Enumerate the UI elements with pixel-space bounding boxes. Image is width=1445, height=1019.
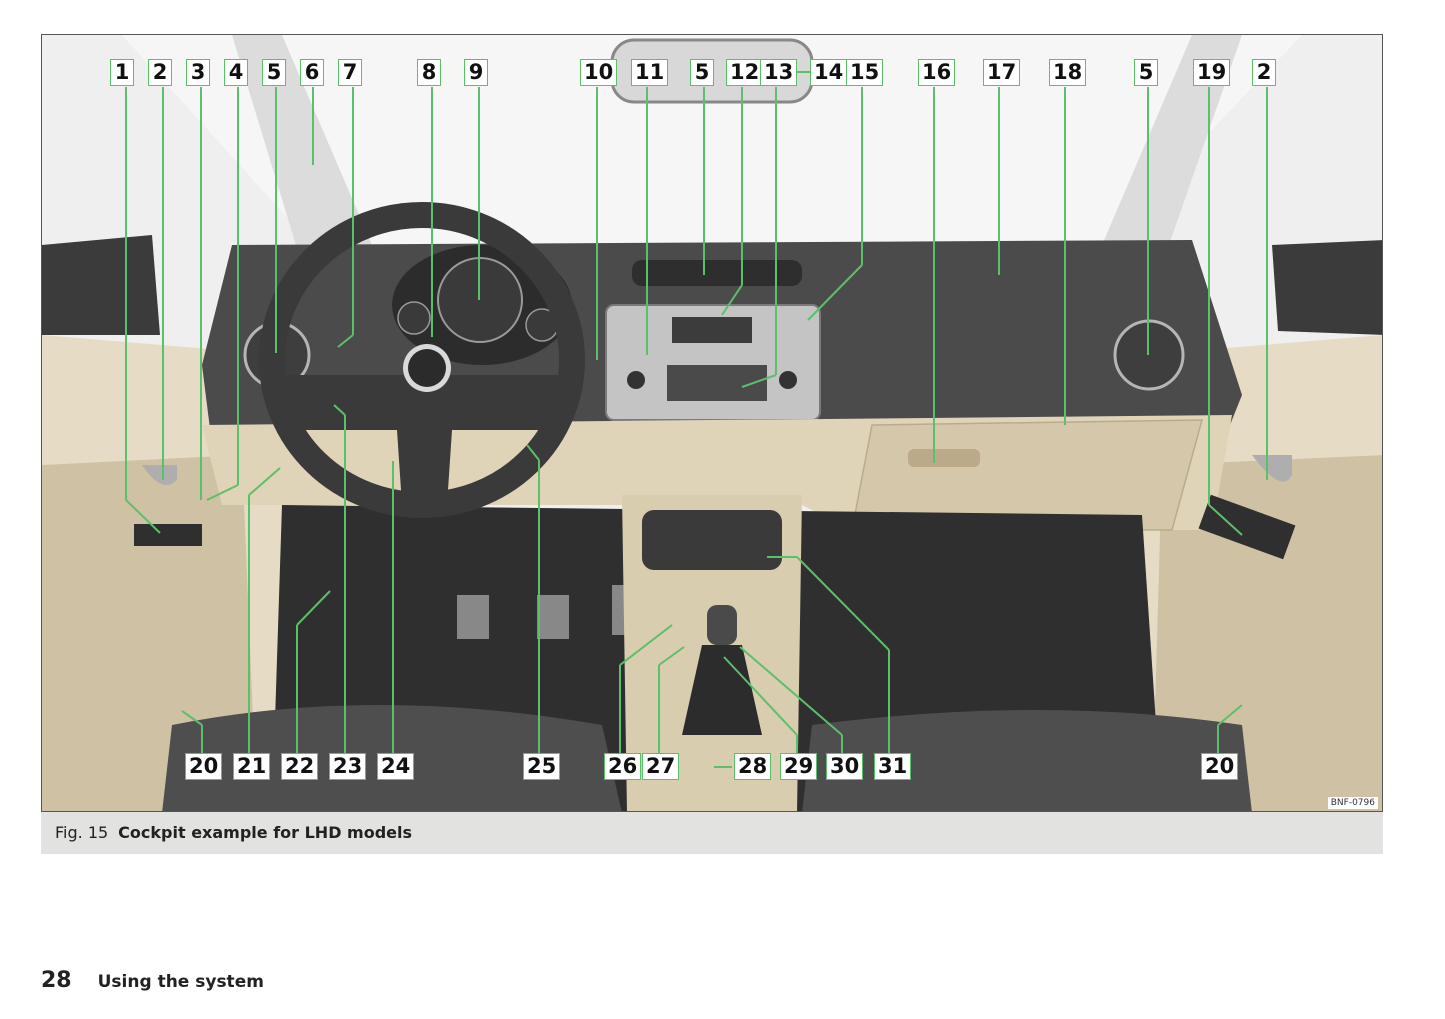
callout-30: 30: [826, 753, 864, 780]
callout-27: 27: [642, 753, 680, 780]
callout-7: 7: [338, 59, 362, 86]
cockpit-figure: 1 2 3 4 5 6 7 8 9 10 11 5 12 13 14 15 16…: [41, 34, 1383, 812]
callout-4: 4: [224, 59, 248, 86]
callout-19: 19: [1193, 59, 1231, 86]
callout-8: 8: [417, 59, 441, 86]
callout-31: 31: [874, 753, 912, 780]
callout-22: 22: [281, 753, 319, 780]
callout-2b: 2: [1252, 59, 1276, 86]
callout-13: 13: [760, 59, 798, 86]
callout-10: 10: [580, 59, 618, 86]
callout-24: 24: [377, 753, 415, 780]
callout-1: 1: [110, 59, 134, 86]
callout-5: 5: [262, 59, 286, 86]
callout-16: 16: [918, 59, 956, 86]
callout-28: 28: [734, 753, 772, 780]
callout-21: 21: [233, 753, 271, 780]
page-footer: 28 Using the system: [41, 968, 264, 993]
callout-14: 14: [810, 59, 848, 86]
callout-5b: 5: [690, 59, 714, 86]
callout-11: 11: [631, 59, 669, 86]
callout-23: 23: [329, 753, 367, 780]
callout-9: 9: [464, 59, 488, 86]
figure-caption: Fig. 15 Cockpit example for LHD models: [41, 812, 1383, 854]
callout-15: 15: [846, 59, 884, 86]
section-title: Using the system: [97, 972, 264, 992]
callout-18: 18: [1049, 59, 1087, 86]
callout-29: 29: [780, 753, 818, 780]
callout-20: 20: [185, 753, 223, 780]
callout-2: 2: [148, 59, 172, 86]
callout-17: 17: [983, 59, 1021, 86]
image-id-label: BNF-0796: [1327, 797, 1378, 809]
cockpit-illustration: [42, 35, 1382, 811]
caption-title: Cockpit example for LHD models: [118, 823, 413, 842]
callout-6: 6: [300, 59, 324, 86]
page-number: 28: [41, 968, 72, 993]
caption-label: Fig. 15: [55, 823, 109, 842]
callout-20b: 20: [1201, 753, 1239, 780]
callout-3: 3: [186, 59, 210, 86]
callout-25: 25: [523, 753, 561, 780]
callout-12: 12: [726, 59, 764, 86]
callout-26: 26: [604, 753, 642, 780]
callout-5c: 5: [1134, 59, 1158, 86]
